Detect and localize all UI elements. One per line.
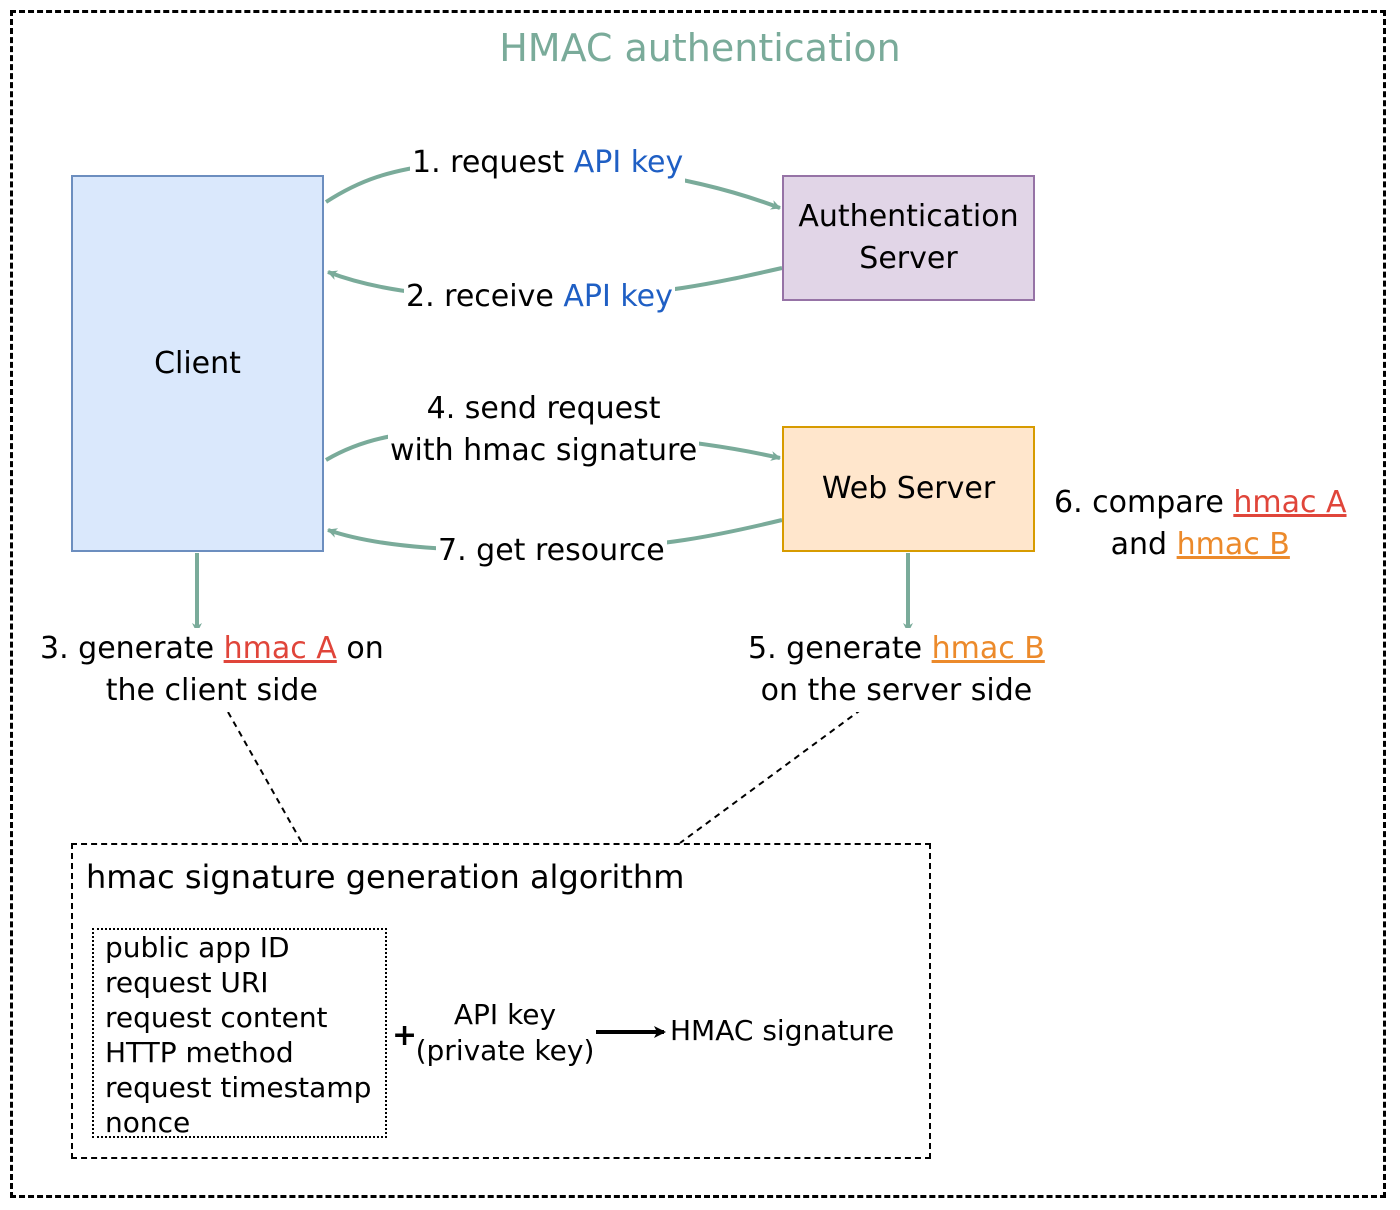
hmac-a-text: hmac A <box>223 631 337 666</box>
hmac-b-text: hmac B <box>931 631 1045 666</box>
algorithm-inputs: public app ID request URI request conten… <box>92 928 387 1139</box>
web-server-node: Web Server <box>782 426 1035 552</box>
step-6-label: 6. compare hmac A and hmac B <box>1052 482 1349 566</box>
hmac-b-text: hmac B <box>1176 527 1290 562</box>
step-1-label: 1. request API key <box>410 142 686 184</box>
plus-sign: + <box>392 1018 418 1053</box>
algorithm-title: hmac signature generation algorithm <box>86 858 685 896</box>
diagram-title: HMAC authentication <box>499 26 901 70</box>
client-label: Client <box>154 345 241 381</box>
diagram-frame <box>10 10 1386 1198</box>
leader-client <box>227 711 303 844</box>
client-node: Client <box>71 175 324 552</box>
input-item: public app ID <box>105 931 290 964</box>
web-server-label: Web Server <box>821 471 996 506</box>
api-key-input: API key (private key) <box>415 998 595 1067</box>
input-item: request URI <box>105 966 269 999</box>
api-key-text: API key <box>573 145 684 180</box>
api-key-text: API key <box>563 279 673 314</box>
auth-server-label-line2: Server <box>859 241 958 276</box>
authentication-server-node: Authentication Server <box>782 175 1035 301</box>
step-4-label: 4. send request with hmac signature <box>388 388 700 472</box>
hmac-signature-output: HMAC signature <box>670 1014 895 1047</box>
step-2-label: 2. receive API key <box>404 276 675 318</box>
input-item: HTTP method <box>105 1036 294 1069</box>
step-3-label: 3. generate hmac A on the client side <box>38 628 386 712</box>
hmac-a-text: hmac A <box>1233 485 1347 520</box>
leader-server <box>679 702 871 844</box>
input-item: request content <box>105 1001 328 1034</box>
auth-server-label-line1: Authentication <box>798 199 1019 234</box>
input-item: nonce <box>105 1106 191 1139</box>
step-7-label: 7. get resource <box>436 530 667 572</box>
algorithm-box <box>71 843 931 1159</box>
step-5-label: 5. generate hmac B on the server side <box>746 628 1047 712</box>
input-item: request timestamp <box>105 1071 372 1104</box>
